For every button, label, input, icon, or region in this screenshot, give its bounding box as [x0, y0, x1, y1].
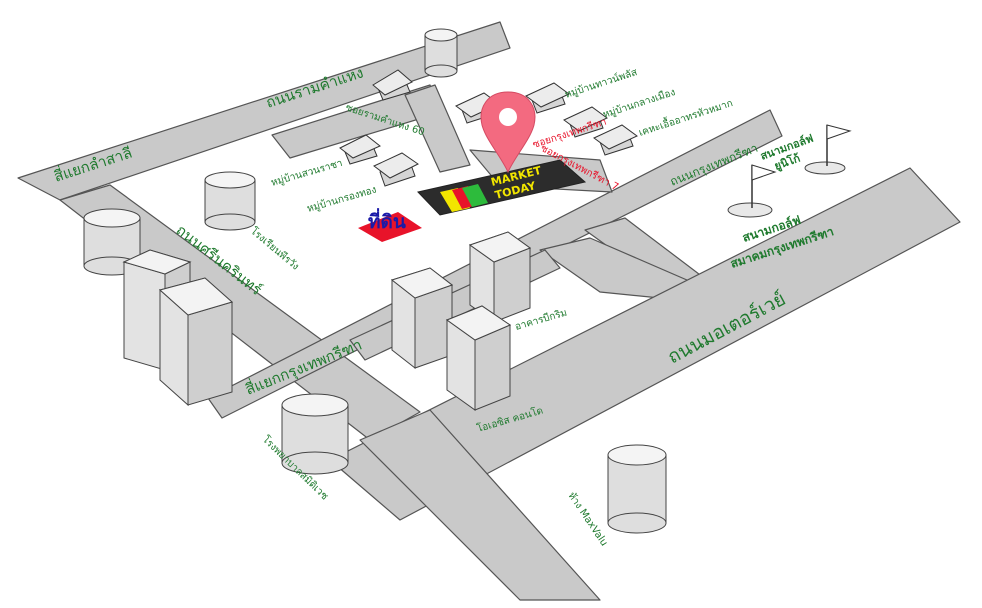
road-bottom-vertical — [359, 409, 601, 601]
label-suan-rachan: หมู่บ้านสวนราชา — [270, 157, 344, 189]
building-center-3 — [445, 305, 512, 411]
land-parcel: ที่ดิน — [358, 208, 422, 242]
road-motorway — [329, 167, 961, 521]
building-center-2 — [468, 231, 532, 323]
house-5 — [525, 82, 570, 114]
golf-flag-icon — [804, 124, 852, 175]
house-7 — [593, 124, 638, 156]
label-maxvalu: ห้าง MaxValu — [566, 490, 611, 548]
house-3 — [373, 152, 419, 187]
building-left-2 — [158, 277, 234, 407]
golf-flag-icon — [727, 164, 777, 218]
cylinder-top — [424, 28, 458, 78]
market-today-logo: MARKET TODAY — [417, 159, 587, 216]
building-center-1 — [390, 267, 454, 370]
house-1 — [372, 69, 413, 101]
house-6 — [563, 106, 608, 138]
road-soi-60-vertical — [404, 84, 471, 173]
label-townplus: หมู่บ้านทาวน์พลัส — [563, 66, 638, 101]
land-label: ที่ดิน — [368, 208, 406, 233]
map-pin-icon — [480, 91, 536, 174]
road-ramkhamhaeng — [17, 21, 511, 201]
cylinder-maxvalu — [607, 444, 667, 534]
label-klang-muang: หมู่บ้านกลางเมือง — [601, 86, 677, 121]
cylinder-school — [204, 171, 256, 231]
cylinder-hospital — [281, 393, 349, 475]
house-2 — [339, 134, 381, 165]
label-school-prarueng: โรงเรียนพีรวัง — [248, 224, 302, 272]
road-srinakarin — [59, 184, 421, 441]
